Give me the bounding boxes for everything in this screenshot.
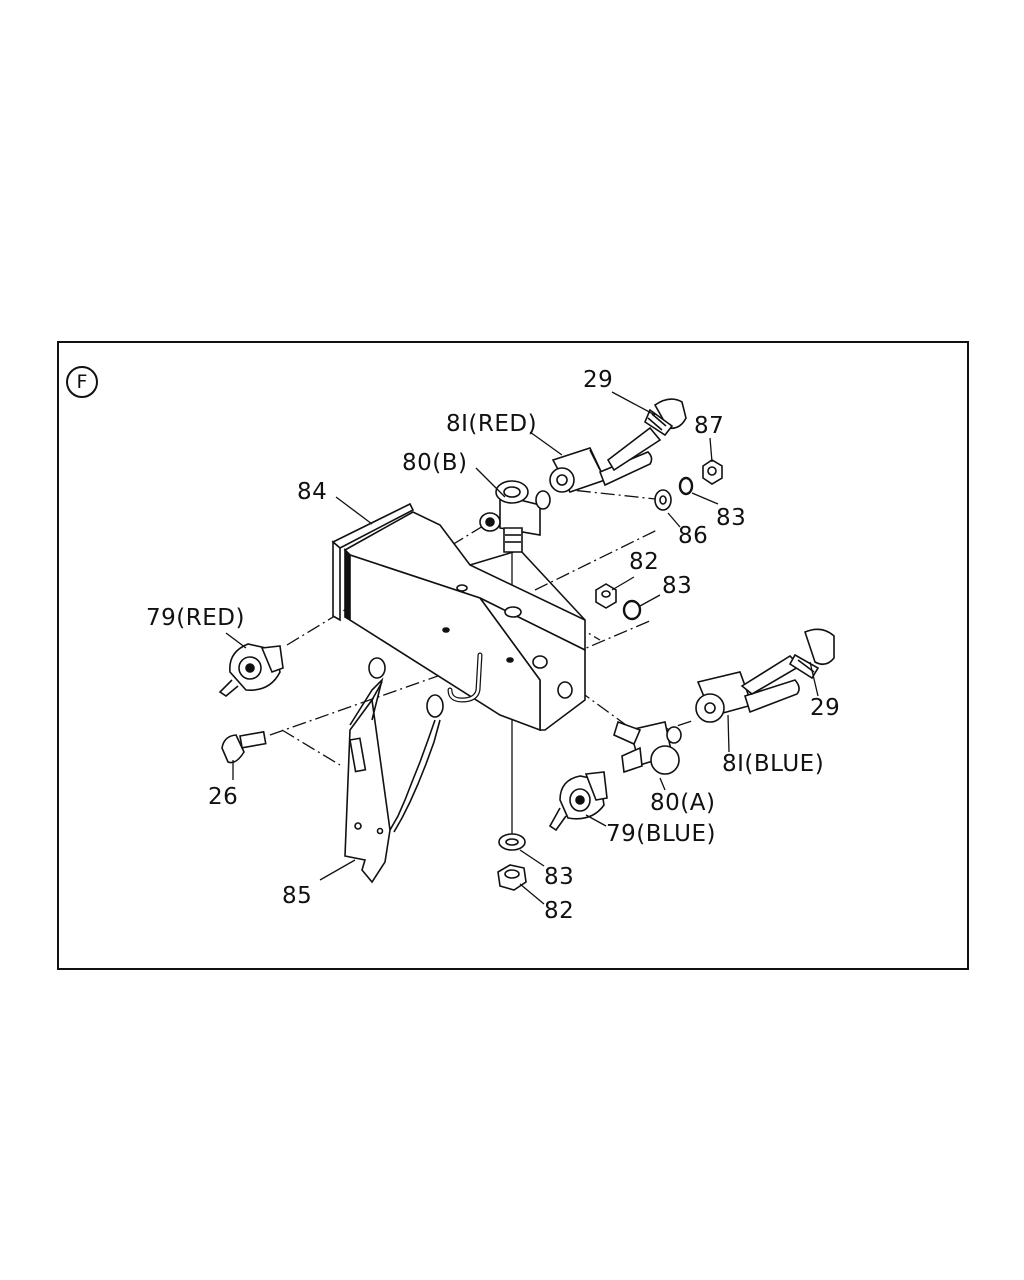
label-80-b: 80(B) bbox=[402, 450, 468, 476]
tee-fitting-80b bbox=[480, 481, 550, 552]
label-85: 85 bbox=[282, 883, 313, 909]
diagram-frame bbox=[58, 342, 968, 969]
label-83-mid: 83 bbox=[662, 573, 693, 599]
washer-83-bottom bbox=[499, 834, 525, 850]
bolt-26 bbox=[222, 732, 266, 763]
label-84: 84 bbox=[297, 479, 328, 505]
tee-fitting-80a bbox=[614, 722, 681, 774]
label-79-red: 79(RED) bbox=[146, 605, 245, 631]
label-29-right: 29 bbox=[810, 695, 841, 721]
label-87: 87 bbox=[694, 413, 725, 439]
elbow-29-top bbox=[645, 399, 686, 435]
leader-lines bbox=[226, 392, 818, 904]
valve-81-blue bbox=[696, 656, 800, 722]
label-26: 26 bbox=[208, 784, 239, 810]
washer-86 bbox=[655, 490, 671, 510]
section-f-mark: F bbox=[66, 366, 98, 398]
coupler-79-red bbox=[220, 644, 283, 696]
valve-81-red bbox=[550, 428, 660, 492]
label-80-a: 80(A) bbox=[650, 790, 716, 816]
chain bbox=[369, 658, 443, 832]
label-83-bottom: 83 bbox=[544, 864, 575, 890]
label-29-top: 29 bbox=[583, 367, 614, 393]
label-79-blue: 79(BLUE) bbox=[606, 821, 717, 847]
nut-82-bottom bbox=[498, 865, 526, 890]
nut-87 bbox=[703, 460, 722, 484]
bracket-84 bbox=[333, 504, 585, 730]
coupler-79-blue bbox=[550, 772, 607, 830]
bracket-85 bbox=[345, 680, 390, 882]
washer-83-top bbox=[680, 478, 692, 494]
label-82-mid: 82 bbox=[629, 549, 660, 575]
nut-82-mid bbox=[596, 584, 616, 608]
washer-83-mid bbox=[624, 601, 640, 619]
label-81-red: 8I(RED) bbox=[446, 411, 538, 437]
label-81-blue: 8I(BLUE) bbox=[722, 751, 825, 777]
label-86: 86 bbox=[678, 523, 709, 549]
label-83-top: 83 bbox=[716, 505, 747, 531]
label-82-bottom: 82 bbox=[544, 898, 575, 924]
